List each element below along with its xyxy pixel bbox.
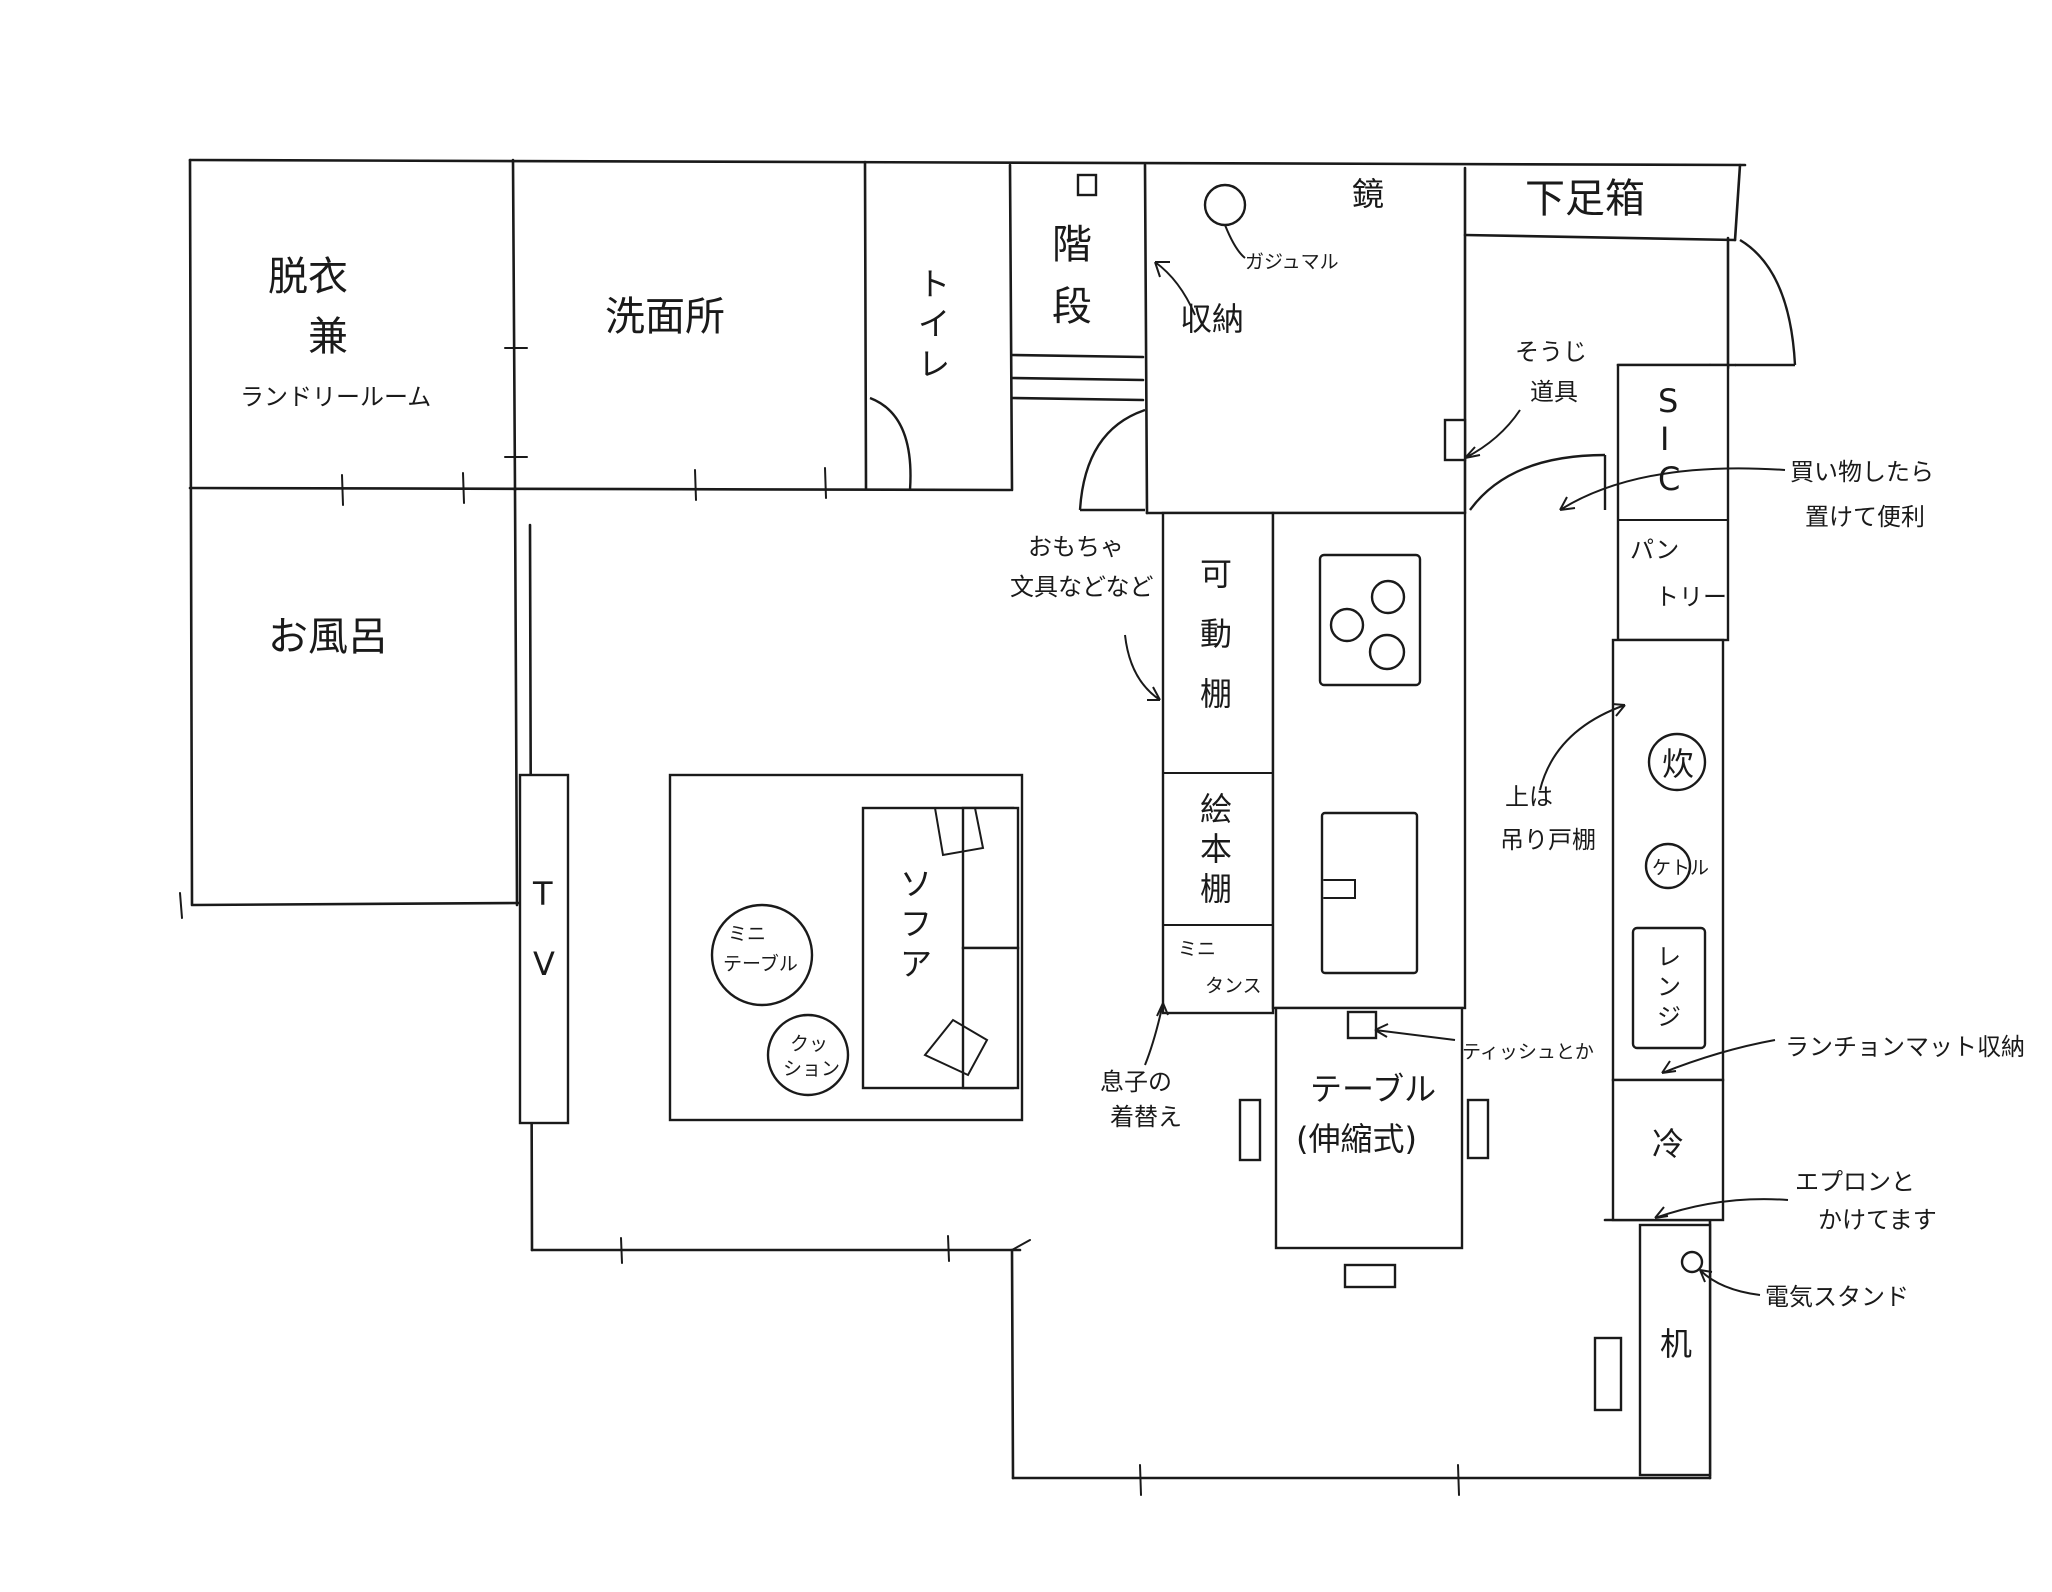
kaimono-note-1: 買い物したら: [1790, 458, 1934, 486]
kado-label-3: 棚: [1200, 675, 1232, 713]
stand-note: 電気スタンド: [1765, 1283, 1909, 1311]
kigae-note-2: 着替え: [1110, 1103, 1182, 1131]
omocha-note-1: おもちゃ: [1028, 533, 1124, 561]
range-label-3: ジ: [1657, 1003, 1681, 1031]
apron-note-2: かけてます: [1818, 1206, 1937, 1234]
gajumaru-note: ガジュマル: [1245, 251, 1339, 273]
kaidan-label-2: 段: [1052, 284, 1092, 330]
pantry-label-2: トリー: [1655, 583, 1727, 611]
ehon-label-1: 絵: [1200, 790, 1232, 828]
room-labels: 脱衣 兼 ランドリールーム 洗面所 ト イ レ 階 段 お風呂 下足箱 鏡 S …: [240, 175, 1727, 1363]
cushion-label-1: クッ: [790, 1033, 828, 1055]
sic-label-3: C: [1658, 460, 1680, 498]
mini-tansu-label-2: タンス: [1205, 975, 1262, 997]
senmen-label: 洗面所: [605, 294, 725, 340]
tsuri-note-2: 吊り戸棚: [1500, 826, 1596, 854]
mini-table-label-2: テーブル: [723, 952, 798, 975]
datsui-label: 脱衣: [268, 254, 348, 300]
ehon-label-3: 棚: [1200, 870, 1232, 908]
range-label-1: レ: [1657, 943, 1681, 971]
doors: [869, 238, 1797, 512]
pot-label: ケトル: [1652, 857, 1709, 879]
kado-label-2: 動: [1200, 615, 1232, 653]
mini-tansu-label-1: ミニ: [1178, 938, 1216, 960]
kado-label-1: 可: [1200, 555, 1232, 593]
luncheon-note: ランチョンマット収納: [1785, 1033, 2025, 1061]
ofuro-label: お風呂: [268, 614, 388, 660]
suihan-label: 炊: [1662, 745, 1694, 783]
toilet-label-2: イ: [918, 305, 950, 343]
sic-label-2: I: [1660, 420, 1669, 458]
ehon-label-2: 本: [1200, 830, 1232, 868]
sic-label-1: S: [1658, 382, 1678, 420]
toilet-label-3: レ: [918, 345, 950, 383]
apron-note-1: エプロンと: [1795, 1168, 1915, 1196]
geta-label: 下足箱: [1525, 176, 1645, 222]
kaimono-note-2: 置けて便利: [1805, 503, 1925, 531]
souji-note-2: 道具: [1530, 378, 1578, 406]
desk-label: 机: [1660, 1325, 1692, 1363]
table-label-2: (伸縮式): [1296, 1120, 1417, 1158]
table-label: テーブル: [1310, 1070, 1436, 1108]
kaidan-label-1: 階: [1052, 222, 1092, 268]
tsuri-note-1: 上は: [1505, 783, 1553, 811]
toilet-label-1: ト: [918, 265, 950, 303]
sofa-label-2: フ: [900, 905, 932, 943]
annotations: ガジュマル 収納 そうじ 道具 買い物したら 置けて便利 おもちゃ 文具などなど…: [1010, 251, 2025, 1311]
datsui-label-2: 兼: [308, 314, 348, 360]
kigae-note-1: 息子の: [1100, 1068, 1172, 1096]
omocha-note-2: 文具などなど: [1010, 573, 1154, 601]
mini-table-label-1: ミニ: [728, 923, 766, 945]
tv-label-2: V: [533, 945, 555, 983]
fixtures: [518, 173, 1730, 1477]
tissue-note: ティッシュとか: [1462, 1041, 1594, 1063]
pantry-label-1: パン: [1630, 536, 1679, 564]
sofa-label-3: ア: [900, 945, 932, 983]
souji-note-1: そうじ: [1515, 338, 1587, 366]
cushion-label-2: ション: [783, 1058, 840, 1080]
shuno-note: 収納: [1180, 300, 1244, 338]
range-label-2: ン: [1657, 973, 1681, 1001]
sofa-label-1: ソ: [900, 865, 932, 903]
kagami-label: 鏡: [1352, 175, 1384, 213]
tv-label-1: T: [532, 875, 553, 913]
rei-label: 冷: [1652, 1125, 1684, 1163]
arrows: [1124, 224, 1789, 1296]
laundry-label: ランドリールーム: [240, 383, 431, 411]
wall-ticks: [179, 347, 1460, 1496]
